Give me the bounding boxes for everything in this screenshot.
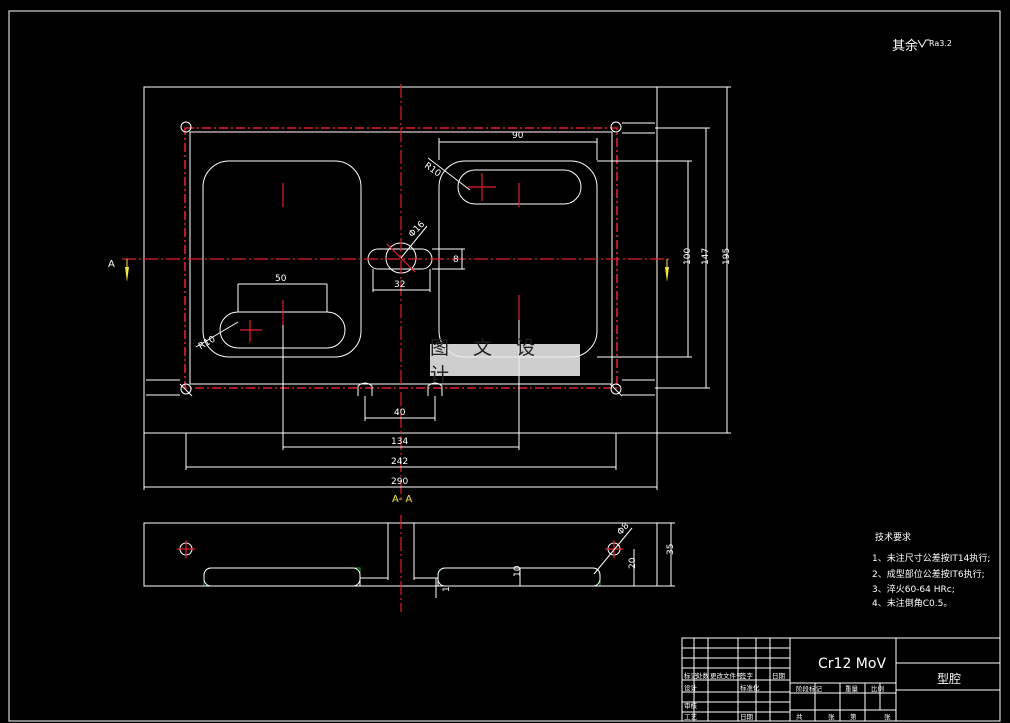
section-title: A- A (392, 494, 412, 505)
dim-195: 195 (657, 86, 732, 434)
dim-20: 20 (628, 557, 638, 569)
section-view: 35 10 20 Φ8 1 (143, 515, 676, 612)
tb-header-file: 更改文件号 (710, 671, 743, 680)
dim-r10-top: R10 (422, 157, 471, 191)
svg-text:32: 32 (394, 280, 405, 290)
svg-text:195: 195 (722, 248, 732, 265)
tb-scale: 比例 (871, 684, 884, 693)
dim-90: 90 (438, 131, 598, 160)
dim-40: 40 (364, 396, 436, 421)
dim-290: 290 (143, 433, 658, 490)
tb-row-design: 设计 (684, 683, 698, 692)
tb-header-mark: 标记 (684, 671, 698, 680)
section-mark-left: A (108, 259, 115, 270)
tb-header-sign: 签字 (740, 671, 754, 680)
svg-text:100: 100 (683, 248, 693, 265)
dim-50: 50 (237, 274, 328, 312)
svg-text:290: 290 (391, 477, 408, 487)
tech-req-item-3: 3、淬火60-64 HRc; (872, 583, 955, 595)
gate-notch-right (427, 382, 443, 396)
part-name: 型腔 (937, 671, 961, 686)
tech-req-item-4: 4、未注倒角C0.5。 (872, 597, 952, 609)
dim-10: 10 (513, 565, 523, 577)
svg-text:147: 147 (701, 248, 711, 265)
svg-text:R10: R10 (422, 161, 442, 180)
tech-req-item-2: 2、成型部位公差按IT6执行; (872, 568, 985, 580)
plan-view: A 90 50 32 8 (108, 84, 732, 500)
roughness-value: Ra3.2 (929, 39, 952, 48)
svg-text:40: 40 (394, 408, 406, 418)
tb-sheet-no: 第 (850, 712, 857, 721)
dim-35: 35 (666, 544, 676, 555)
svg-text:50: 50 (275, 274, 287, 284)
dim-phi16: Φ16 (400, 219, 427, 259)
corner-holes (146, 121, 655, 397)
svg-text:R10: R10 (197, 334, 218, 352)
tb-weight: 重量 (845, 685, 859, 693)
surface-finish-label: 其余 (892, 38, 918, 54)
svg-text:90: 90 (512, 131, 524, 141)
tb-row-std: 标准化 (740, 683, 760, 692)
svg-text:8: 8 (453, 255, 459, 265)
drawing-border (8, 10, 1001, 722)
svg-text:134: 134 (391, 437, 408, 447)
dim-1: 1 (442, 586, 452, 592)
dim-242: 242 (185, 433, 617, 470)
tb-header-date: 日期 (772, 672, 786, 680)
tb-sheet: 张 (884, 712, 891, 721)
tb-row-date: 日期 (740, 713, 754, 721)
dim-r10-left: R10 (195, 321, 239, 352)
roughness-symbol-icon (917, 39, 930, 49)
dim-100: 100 (597, 160, 693, 358)
tech-requirements: 技术要求 1、未注尺寸公差按IT14执行; 2、成型部位公差按IT6执行; 3、… (872, 531, 990, 609)
tb-row-review: 审核 (684, 701, 698, 710)
title-block: 标记 处数 更改文件号 签字 日期 设计 标准化 审核 工艺 日期 阶段标记 重… (681, 637, 1001, 722)
tb-total: 共 (796, 712, 803, 721)
dim-32: 32 (372, 269, 431, 292)
section-arrow-right-icon (665, 267, 669, 282)
tb-sheets: 张 (828, 712, 835, 721)
svg-text:242: 242 (391, 457, 408, 467)
tech-req-item-1: 1、未注尺寸公差按IT14执行; (872, 552, 990, 564)
tb-header-count: 处数 (696, 671, 710, 680)
dim-134: 134 (282, 320, 520, 450)
watermark-label: 图 文 设 计 (430, 337, 580, 386)
tb-stage-mark: 阶段标记 (796, 684, 823, 693)
dim-147: 147 (655, 127, 711, 389)
tech-req-title: 技术要求 (875, 531, 911, 543)
tb-row-process: 工艺 (684, 713, 698, 721)
gate-notch-left (357, 382, 373, 396)
dim-8: 8 (432, 248, 465, 270)
material-label: Cr12 MoV (818, 656, 886, 672)
section-arrow-left-icon (125, 267, 129, 282)
